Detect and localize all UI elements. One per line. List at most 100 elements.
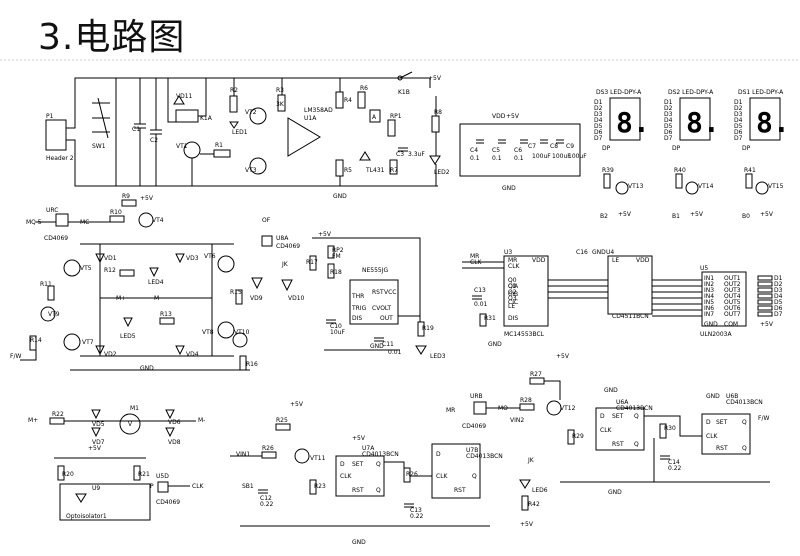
svg-text:+5V: +5V [520, 521, 534, 528]
svg-text:C3: C3 [396, 151, 404, 158]
svg-text:C12: C12 [260, 495, 272, 502]
svg-text:D4: D4 [664, 117, 673, 124]
svg-text:R14: R14 [30, 337, 42, 344]
svg-text:VT15: VT15 [768, 183, 784, 190]
svg-text:0.01: 0.01 [388, 349, 402, 356]
svg-text:TRIG: TRIG [351, 305, 367, 312]
svg-text:C13: C13 [474, 287, 486, 294]
svg-text:0.1: 0.1 [492, 155, 502, 162]
svg-text:GND: GND [704, 321, 718, 328]
svg-text:Q3: Q3 [508, 295, 517, 302]
svg-text:OUT7: OUT7 [724, 311, 741, 318]
svg-text:VD1: VD1 [104, 255, 117, 262]
svg-text:+5V: +5V [318, 231, 332, 238]
svg-text:C10: C10 [330, 323, 342, 330]
svg-text:8.: 8. [686, 106, 720, 139]
svg-text:CD4069: CD4069 [462, 423, 486, 430]
svg-text:B0: B0 [742, 213, 750, 220]
svg-text:U1A: U1A [304, 115, 317, 122]
svg-text:D4: D4 [734, 117, 743, 124]
svg-text:R7: R7 [390, 167, 398, 174]
svg-text:GND: GND [502, 185, 516, 192]
svg-text:+5V: +5V [88, 445, 102, 452]
svg-text:CD4069: CD4069 [156, 499, 180, 506]
svg-text:FM: FM [332, 253, 341, 260]
svg-text:IN4: IN4 [704, 293, 714, 300]
svg-text:D: D [600, 413, 605, 420]
svg-text:D5: D5 [664, 123, 673, 130]
svg-text:R30: R30 [664, 425, 676, 432]
svg-text:R23: R23 [314, 483, 326, 490]
svg-text:OUT5: OUT5 [724, 299, 741, 306]
svg-text:U7A: U7A [362, 445, 375, 452]
svg-text:CD4013BCN: CD4013BCN [726, 399, 763, 406]
svg-text:IN3: IN3 [704, 287, 714, 294]
svg-text:D6: D6 [774, 305, 783, 312]
svg-text:R21: R21 [138, 471, 150, 478]
svg-text:VD10: VD10 [288, 295, 305, 302]
svg-text:+5V: +5V [506, 113, 520, 120]
svg-text:Q: Q [742, 445, 747, 452]
svg-text:C14: C14 [668, 459, 680, 466]
svg-text:R25: R25 [276, 417, 288, 424]
svg-text:V: V [128, 421, 133, 428]
svg-text:DS3 LED-DPY-A: DS3 LED-DPY-A [596, 89, 642, 96]
svg-text:MR: MR [470, 253, 479, 260]
svg-text:LED4: LED4 [148, 279, 164, 286]
svg-text:SW1: SW1 [92, 143, 106, 150]
svg-text:M+: M+ [28, 417, 38, 424]
svg-text:100uF: 100uF [552, 153, 571, 160]
svg-text:CLK: CLK [436, 473, 449, 480]
svg-text:LE: LE [508, 303, 515, 310]
svg-text:GND: GND [608, 489, 622, 496]
svg-text:R15: R15 [230, 289, 242, 296]
svg-text:D1: D1 [664, 99, 673, 106]
svg-text:IN5: IN5 [704, 299, 714, 306]
svg-text:R29: R29 [572, 433, 584, 440]
svg-text:D3: D3 [594, 111, 603, 118]
page-title: 3.电路图 [38, 17, 186, 58]
svg-text:D3: D3 [734, 111, 743, 118]
svg-text:DIS: DIS [352, 315, 362, 322]
svg-text:VIN1: VIN1 [236, 451, 250, 458]
svg-text:VT5: VT5 [80, 265, 92, 272]
svg-text:DP: DP [602, 145, 611, 152]
svg-text:D5: D5 [734, 123, 743, 130]
svg-text:R3: R3 [276, 87, 284, 94]
svg-text:MQ 5: MQ 5 [26, 219, 42, 226]
svg-text:U8A: U8A [276, 235, 289, 242]
svg-text:M-: M- [198, 417, 205, 424]
svg-text:CLK: CLK [706, 433, 719, 440]
svg-text:CD4069: CD4069 [276, 243, 300, 250]
svg-text:100uF: 100uF [532, 153, 551, 160]
svg-text:R18: R18 [330, 269, 342, 276]
svg-text:C13: C13 [410, 507, 422, 514]
svg-text:VT11: VT11 [310, 455, 326, 462]
svg-text:VD4: VD4 [186, 351, 199, 358]
svg-text:M1: M1 [130, 405, 139, 412]
svg-text:100uF: 100uF [568, 153, 587, 160]
flip-flop-right-section: +5V R27 URB MR MO CD4069 R28 VIN2 VT12 R… [446, 353, 770, 496]
svg-text:VD8: VD8 [168, 439, 181, 446]
svg-text:CD4013BCN: CD4013BCN [616, 405, 653, 412]
svg-text:R26: R26 [406, 471, 418, 478]
svg-text:3K: 3K [276, 101, 285, 108]
cd4013-u6a [595, 407, 645, 451]
svg-text:R11: R11 [40, 281, 52, 288]
svg-text:RP1: RP1 [390, 113, 402, 120]
svg-text:CVOLT: CVOLT [372, 305, 391, 312]
svg-text:Q: Q [742, 419, 747, 426]
svg-text:C7: C7 [528, 143, 536, 150]
cd4013-u7a [335, 455, 385, 497]
svg-text:C5: C5 [492, 147, 500, 154]
svg-text:URB: URB [470, 393, 483, 400]
svg-text:LE: LE [612, 257, 619, 264]
svg-text:D1: D1 [774, 275, 783, 282]
svg-text:CIA: CIA [508, 283, 519, 290]
svg-text:8.: 8. [616, 106, 650, 139]
svg-text:VT9: VT9 [48, 311, 60, 318]
svg-text:RST: RST [716, 445, 728, 452]
svg-text:F/W: F/W [10, 353, 21, 360]
svg-text:D5: D5 [774, 299, 783, 306]
